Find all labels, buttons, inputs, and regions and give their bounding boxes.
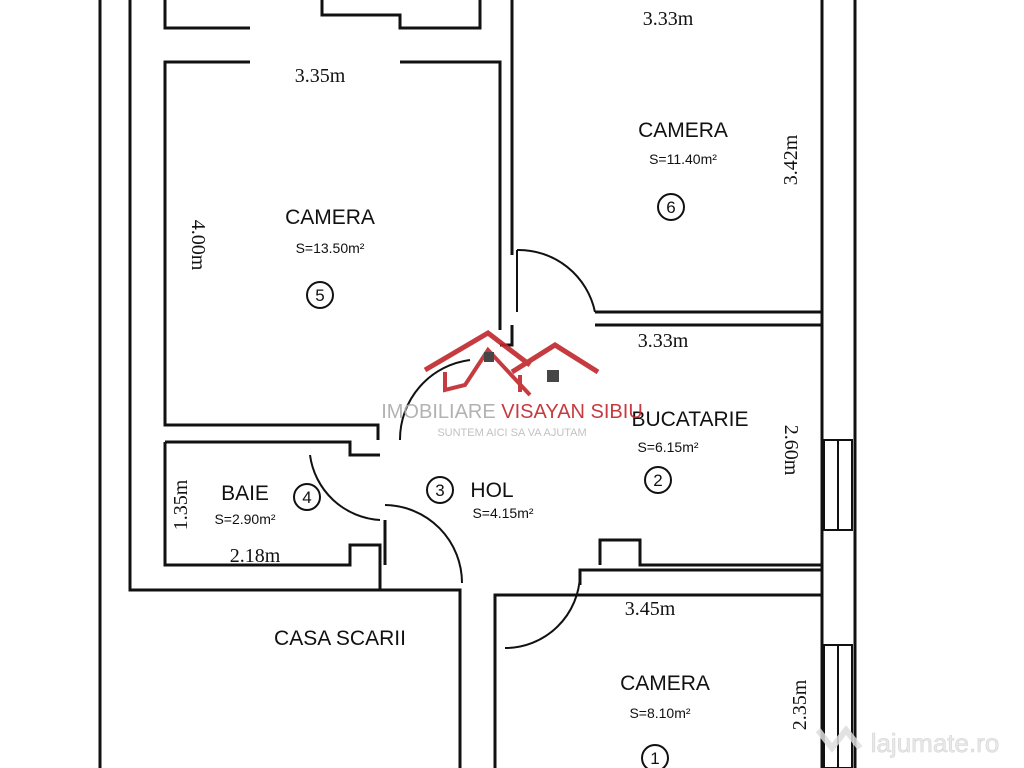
door-swing-entrance (384, 504, 463, 584)
room-1-marker (641, 744, 669, 768)
room-6-marker (657, 193, 685, 221)
kitchen-name: BUCATARIE (631, 408, 748, 431)
bath-wall-top (165, 440, 380, 457)
room-5-walls-right (400, 60, 502, 330)
site-watermark: lajumate.ro (815, 725, 1000, 758)
room-5-walls (163, 60, 380, 440)
door-swing-room-6 (516, 248, 596, 313)
room-5-marker (306, 281, 334, 309)
room-6-name: CAMERA (638, 119, 728, 142)
room-5-height: 4.00m (187, 220, 209, 271)
room-6-area: S=11.40m² (649, 151, 717, 167)
bath-marker (293, 483, 321, 511)
door-swing-bath (309, 454, 381, 521)
room-1-height: 2.35m (789, 679, 811, 730)
hall-name: HOL (470, 479, 513, 502)
kitchen-area: S=6.15m² (637, 439, 698, 455)
room-5-name: CAMERA (285, 206, 375, 229)
room-1-name: CAMERA (620, 672, 710, 695)
bath-height: 1.35m (170, 479, 192, 530)
room-1-width: 3.45m (625, 598, 676, 620)
kitchen-number: 2 (653, 471, 662, 490)
svg-text:lajumate.ro: lajumate.ro (871, 728, 1000, 758)
bath-area: S=2.90m² (214, 511, 275, 527)
top-wall-mid (320, 0, 482, 30)
bath-name: BAIE (221, 482, 269, 505)
room-6-height: 3.42m (780, 134, 802, 185)
stair-label: CASA SCARII (274, 627, 406, 650)
door-swing-room-1 (504, 574, 581, 649)
room-5-number: 5 (315, 286, 324, 305)
hall-area: S=4.15m² (472, 505, 533, 521)
agency-slogan: SUNTEM AICI SA VA AJUTAM (437, 427, 586, 439)
room-6-number: 6 (666, 198, 675, 217)
kitchen-width: 3.33m (638, 330, 689, 352)
bath-walls (163, 442, 382, 590)
top-wall-left (163, 0, 250, 30)
svg-text:IMOBILIARE VISAYAN SIBIU: IMOBILIARE VISAYAN SIBIU (381, 401, 643, 423)
apartment-wall-left (128, 0, 462, 768)
hall-number: 3 (435, 481, 444, 500)
hall-marker (426, 476, 454, 504)
kitchen-wall-bottom (598, 538, 822, 567)
room-1-area: S=8.10m² (629, 705, 690, 721)
room-1-wall-top (578, 568, 822, 585)
door-swing-room-5 (398, 359, 471, 441)
kitchen-marker (644, 466, 672, 494)
room-1-number: 1 (650, 749, 659, 768)
room-5-width: 3.35m (295, 65, 346, 87)
room-6-width: 3.33m (643, 8, 694, 30)
bath-number: 4 (302, 488, 311, 507)
bath-width: 2.18m (230, 545, 281, 567)
room-1-walls (493, 593, 822, 768)
kitchen-height: 2.60m (780, 425, 802, 476)
room-5-area: S=13.50m² (296, 240, 365, 256)
agency-logo: IMOBILIARE VISAYAN SIBIU SUNTEM AICI SA … (381, 329, 643, 439)
